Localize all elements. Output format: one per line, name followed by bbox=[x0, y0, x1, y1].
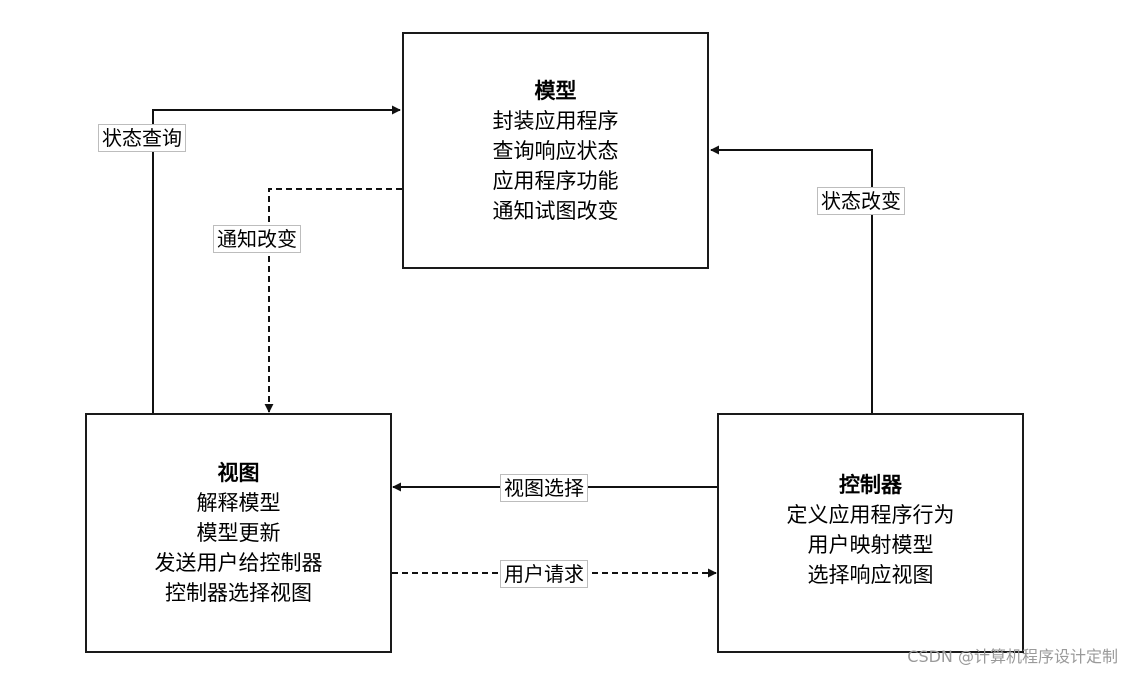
controller-title: 控制器 bbox=[839, 473, 902, 497]
model-line: 通知试图改变 bbox=[492, 198, 619, 223]
view-line: 模型更新 bbox=[196, 521, 281, 545]
model-line: 应用程序功能 bbox=[492, 168, 619, 193]
label-view-select: 视图选择 bbox=[500, 474, 588, 502]
label-notify-change: 通知改变 bbox=[213, 225, 301, 253]
model-line: 查询响应状态 bbox=[492, 138, 619, 163]
edge-state-query bbox=[152, 105, 401, 413]
label-state-query: 状态查询 bbox=[98, 124, 186, 152]
edge-notify-change bbox=[264, 188, 402, 413]
view-line: 控制器选择视图 bbox=[165, 581, 312, 605]
controller-line: 用户映射模型 bbox=[807, 533, 934, 557]
controller-line: 定义应用程序行为 bbox=[786, 503, 955, 527]
watermark: CSDN @计算机程序设计定制 bbox=[907, 647, 1118, 666]
view-line: 解释模型 bbox=[196, 491, 281, 515]
label-user-request: 用户请求 bbox=[500, 560, 588, 588]
view-line: 发送用户给控制器 bbox=[154, 551, 323, 575]
controller-box: 控制器 定义应用程序行为 用户映射模型 选择响应视图 bbox=[717, 413, 1024, 653]
edge-state-change bbox=[710, 145, 873, 413]
controller-line: 选择响应视图 bbox=[807, 563, 934, 587]
model-box: 模型 封装应用程序 查询响应状态 应用程序功能 通知试图改变 bbox=[402, 32, 709, 269]
model-title: 模型 bbox=[534, 78, 577, 103]
label-state-change: 状态改变 bbox=[817, 187, 905, 215]
view-title: 视图 bbox=[217, 461, 260, 485]
view-box: 视图 解释模型 模型更新 发送用户给控制器 控制器选择视图 bbox=[85, 413, 392, 653]
model-line: 封装应用程序 bbox=[492, 108, 619, 133]
